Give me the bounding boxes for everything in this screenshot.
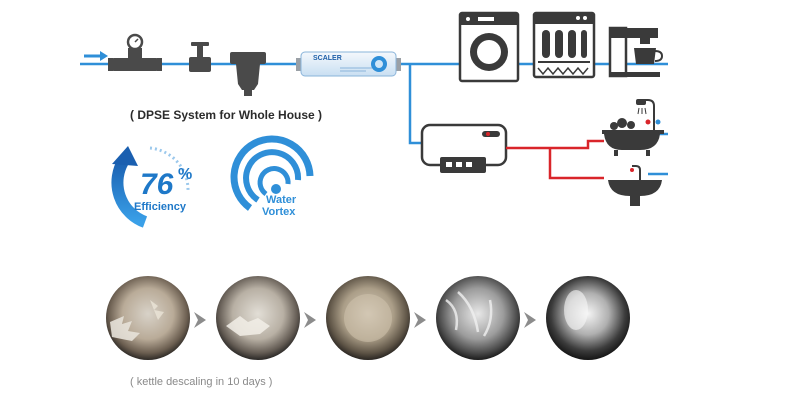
efficiency-label: Efficiency: [134, 201, 186, 213]
hot-pipe-sink: [548, 148, 604, 180]
vortex-label-line2: Vortex: [262, 206, 296, 218]
scaler-device-label: SCALER: [313, 55, 342, 62]
scaler-device: [296, 51, 401, 77]
kettle-caption: ( kettle descaling in 10 days ): [130, 376, 273, 388]
kettle-stage-3: [326, 276, 410, 360]
water-vortex-icon: [230, 135, 314, 211]
inflow-arrow-icon: [84, 51, 108, 61]
kettle-stage-5: [546, 276, 630, 360]
efficiency-value: 76: [140, 168, 174, 201]
sink-icon: [608, 165, 662, 206]
heater-feed-pipe: [408, 64, 422, 145]
kettle-stage-4: [436, 276, 520, 360]
efficiency-percent-sign: %: [178, 166, 193, 183]
pre-filter-icon: [230, 52, 266, 96]
arrow-right-icon: [194, 312, 206, 328]
hot-pipe-bathtub: [506, 139, 604, 150]
arrow-right-icon: [414, 312, 426, 328]
vortex-label-line1: Water: [266, 194, 297, 206]
system-caption: ( DPSE System for Whole House ): [130, 108, 323, 122]
washing-machine-icon: [458, 11, 520, 83]
water-heater-icon: [420, 123, 508, 173]
bathtub-icon: [602, 99, 664, 156]
dishwasher-icon: [532, 11, 596, 79]
coffee-machine-icon: [608, 26, 664, 78]
efficiency-badge: [111, 146, 190, 228]
arrow-right-icon: [524, 312, 536, 328]
kettle-stage-2: [216, 276, 300, 360]
arrow-right-icon: [304, 312, 316, 328]
water-meter-icon: [108, 33, 162, 71]
gate-valve-icon: [189, 42, 211, 72]
kettle-stage-1: [106, 276, 190, 360]
